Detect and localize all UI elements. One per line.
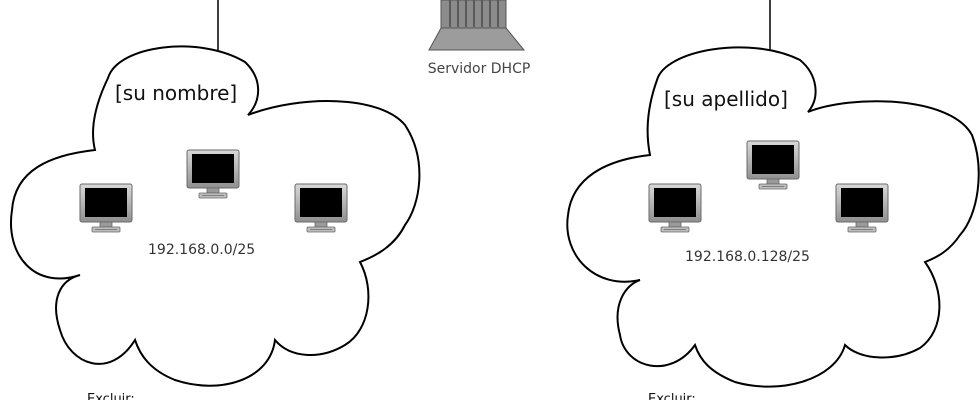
cloud-network-left	[10, 45, 421, 387]
network-title-left: [su nombre]	[115, 81, 237, 105]
server-label: Servidor DHCP	[428, 61, 531, 77]
subnet-label-left: 192.168.0.0/25	[148, 242, 255, 258]
exclude-label-right: Excluir:	[648, 392, 696, 400]
network-title-right: [su apellido]	[664, 87, 788, 111]
cloud-network-right	[566, 46, 980, 388]
exclude-label-left: Excluir:	[87, 392, 135, 400]
subnet-label-right: 192.168.0.128/25	[685, 249, 810, 265]
server-tower-icon	[428, 0, 526, 51]
